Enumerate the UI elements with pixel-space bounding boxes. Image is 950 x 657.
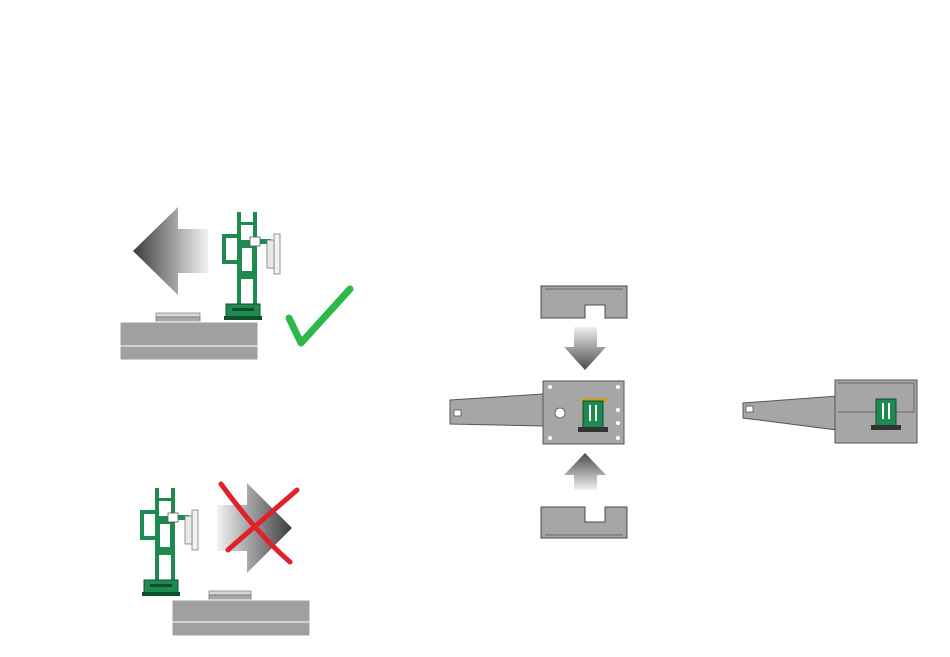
check-mark-icon [289,289,350,343]
step-assembly [450,286,627,538]
green-component-top-view [578,401,608,432]
step-correct-direction [120,207,350,360]
arrow-left-icon [133,207,208,295]
green-component-top-view [871,399,901,430]
green-component [140,488,198,596]
arrow-up-icon [564,453,606,490]
cover-top [541,286,627,318]
pcb-board-top [120,313,258,360]
cover-bottom [541,507,627,538]
arrow-down-icon [564,327,606,370]
step-result [743,380,917,443]
green-component [222,212,280,320]
pcb-board-bottom [172,591,310,636]
step-wrong-direction [140,483,310,636]
